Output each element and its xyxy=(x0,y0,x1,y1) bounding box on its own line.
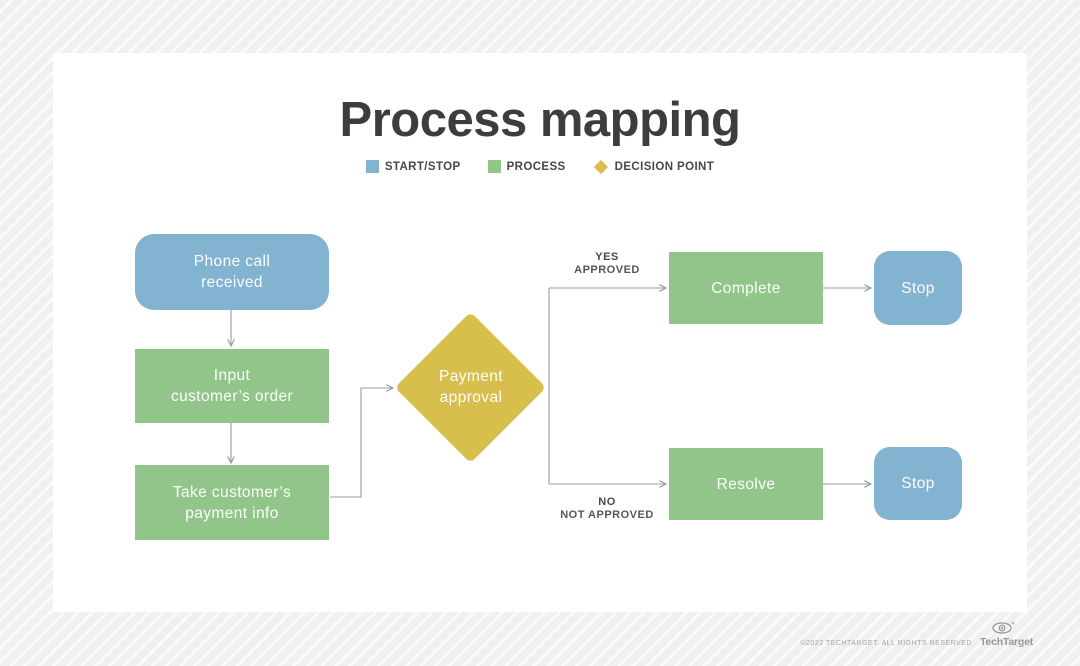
copyright-text: ©2022 TECHTARGET. ALL RIGHTS RESERVED xyxy=(800,640,972,647)
start-stop-swatch-icon xyxy=(365,160,379,173)
process-swatch-icon xyxy=(487,160,501,173)
legend-label: START/STOP xyxy=(384,160,461,173)
branch-label-no: NO NOT APPROVED xyxy=(542,496,672,522)
node-stop-bottom: Stop xyxy=(874,447,962,520)
node-input-customers-order: Input customer’s order xyxy=(135,349,329,423)
legend-item-decision-point: DECISION POINT xyxy=(593,159,715,174)
decision-swatch-icon xyxy=(593,159,608,174)
page-title: Process mapping xyxy=(339,93,741,147)
legend-item-start-stop: START/STOP xyxy=(365,160,461,173)
node-resolve: Resolve xyxy=(669,448,823,520)
techtarget-logo: TechTarget xyxy=(980,636,1034,648)
node-phone-call-received: Phone call received xyxy=(135,234,329,310)
legend: START/STOP PROCESS DECISION POINT xyxy=(53,159,1027,174)
branch-yes-text: YES xyxy=(595,251,619,263)
node-payment-approval-label: Payment approval xyxy=(439,368,503,406)
node-take-customers-payment-info: Take customer’s payment info xyxy=(135,465,329,540)
legend-item-process: PROCESS xyxy=(487,160,566,173)
legend-label: DECISION POINT xyxy=(614,160,715,173)
branch-no-text: NO xyxy=(598,496,616,508)
techtarget-eye-icon xyxy=(992,621,1015,634)
node-complete: Complete xyxy=(669,252,823,324)
branch-label-yes: YES APPROVED xyxy=(542,251,672,277)
legend-label: PROCESS xyxy=(506,160,566,173)
branch-no-subtext: NOT APPROVED xyxy=(560,509,654,521)
node-stop-top: Stop xyxy=(874,251,962,325)
branch-yes-subtext: APPROVED xyxy=(574,264,640,276)
